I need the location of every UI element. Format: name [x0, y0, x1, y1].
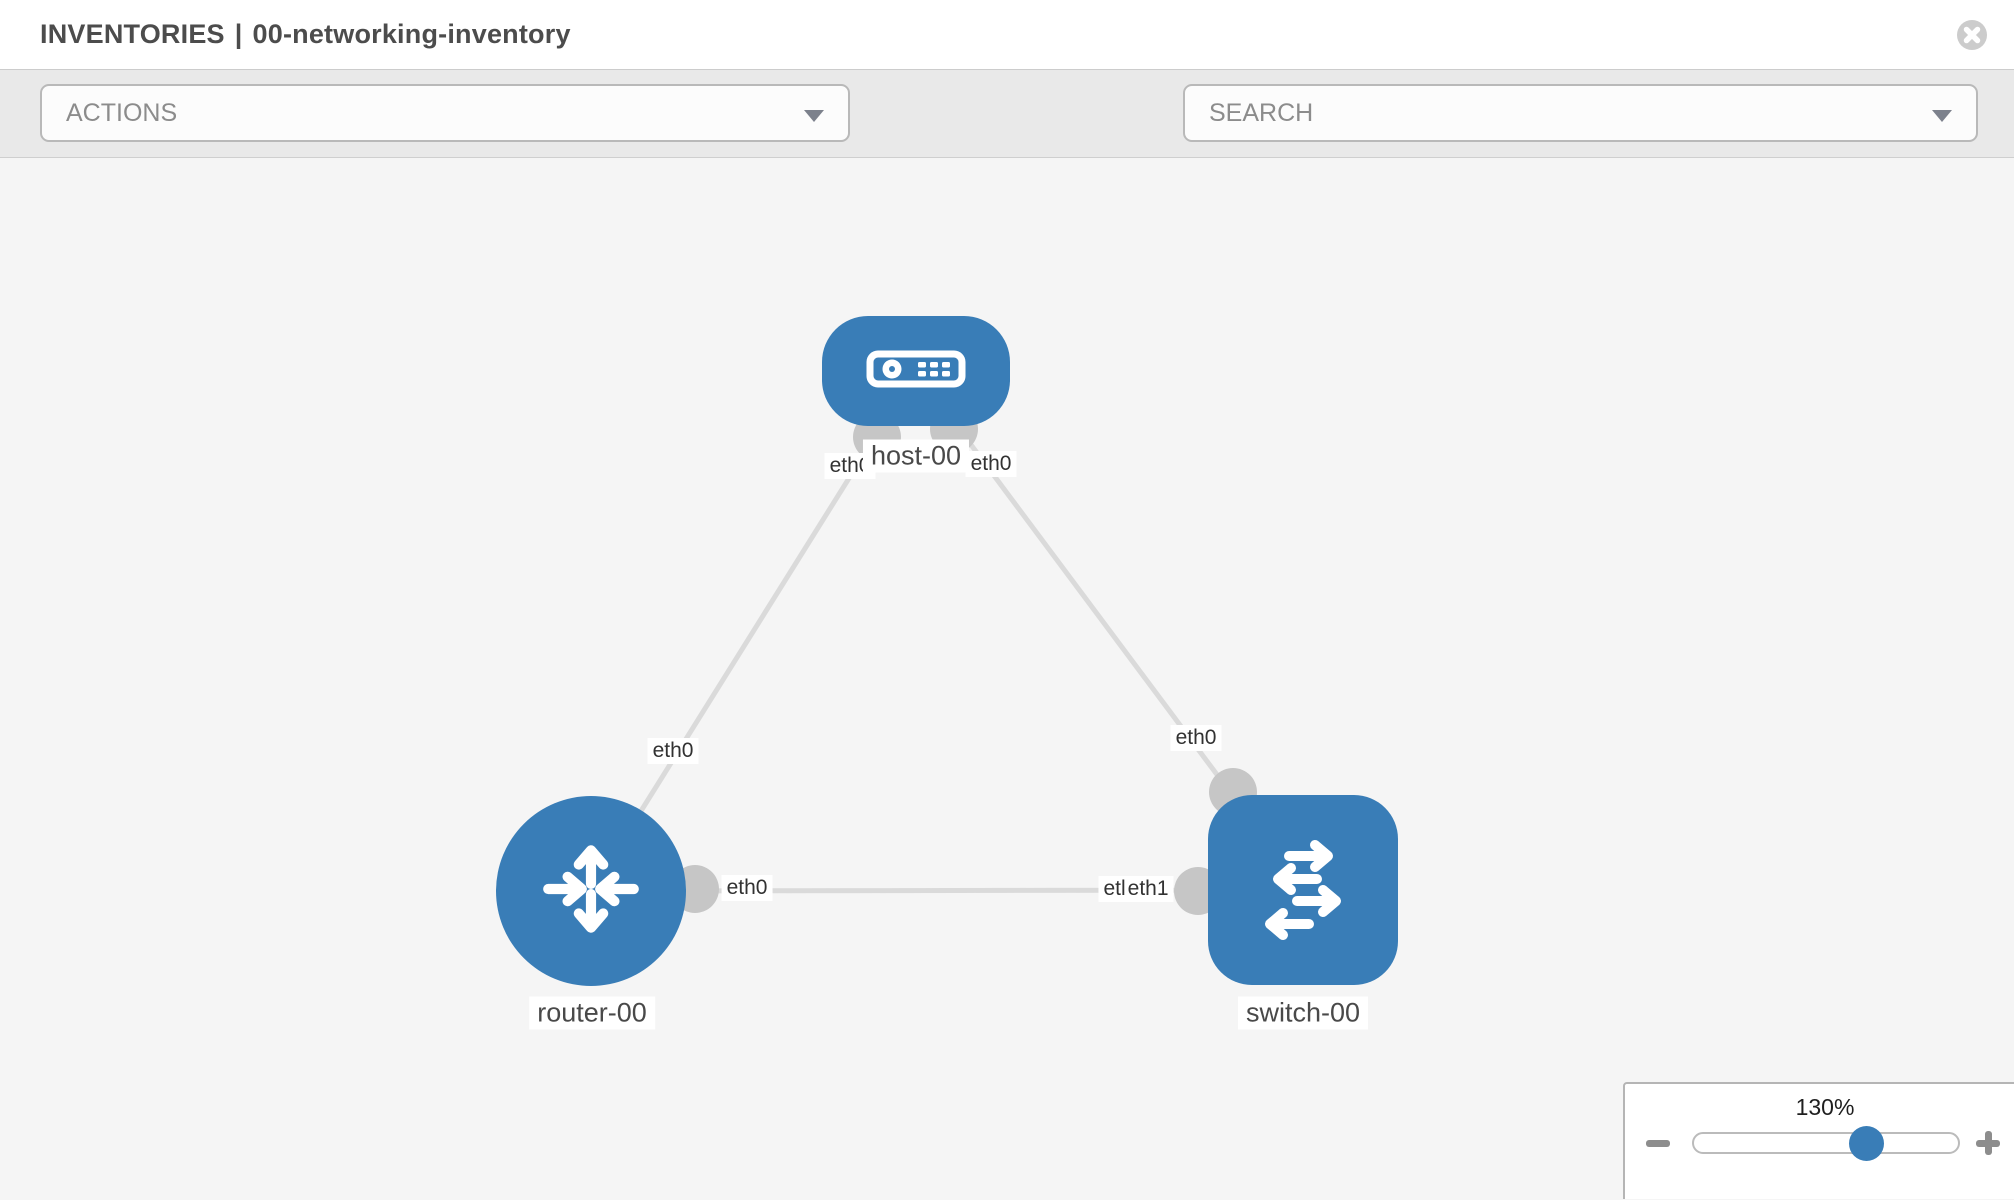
caret-down-icon — [804, 110, 824, 122]
node-host-00[interactable] — [822, 316, 1010, 426]
zoom-panel: 130% — [1623, 1082, 2014, 1199]
zoom-in-button[interactable] — [1973, 1128, 2003, 1158]
node-switch-00[interactable] — [1208, 795, 1398, 985]
switch-icon — [1243, 828, 1363, 953]
zoom-out-minus-icon — [1646, 1140, 1670, 1147]
close-button[interactable] — [1956, 19, 1988, 51]
node-label-host-00: host-00 — [862, 439, 970, 473]
interface-label: etleth1 — [1098, 876, 1174, 902]
zoom-out-button[interactable] — [1643, 1128, 1673, 1158]
zoom-slider-track[interactable] — [1692, 1126, 1960, 1161]
caret-down-icon — [1932, 110, 1952, 122]
toolbar: ACTIONS SEARCH — [0, 70, 2014, 203]
router-icon — [535, 833, 647, 950]
topology-canvas: host-00 router-00 switch-00 eth0 eth0 eth0 eth… — [0, 158, 2014, 1199]
topology-links-svg — [588, 369, 1306, 915]
actions-dropdown-label: ACTIONS — [66, 98, 178, 127]
search-dropdown-label: SEARCH — [1209, 98, 1314, 127]
breadcrumb-separator: | — [234, 19, 243, 49]
node-label-switch-00: switch-00 — [1237, 996, 1369, 1030]
page-title: INVENTORIES | 00-networking-inventory — [40, 19, 571, 50]
breadcrumb-section: INVENTORIES — [40, 19, 225, 49]
interface-label: eth0 — [721, 875, 773, 901]
interface-label: eth0 — [965, 451, 1017, 477]
zoom-level-value: 130% — [1795, 1094, 1855, 1120]
header: INVENTORIES | 00-networking-inventory — [0, 0, 2014, 70]
host-icon — [866, 350, 966, 393]
zoom-slider-thumb[interactable] — [1848, 1126, 1884, 1161]
inventory-name: 00-networking-inventory — [252, 19, 571, 49]
circle-x-icon — [1956, 20, 1988, 54]
node-router-00[interactable] — [496, 796, 686, 986]
interface-label: eth0 — [1170, 725, 1222, 751]
node-label-router-00: router-00 — [529, 996, 655, 1030]
interface-label: eth0 — [647, 738, 699, 764]
search-dropdown[interactable]: SEARCH — [1183, 84, 1978, 142]
actions-dropdown[interactable]: ACTIONS — [40, 84, 850, 142]
